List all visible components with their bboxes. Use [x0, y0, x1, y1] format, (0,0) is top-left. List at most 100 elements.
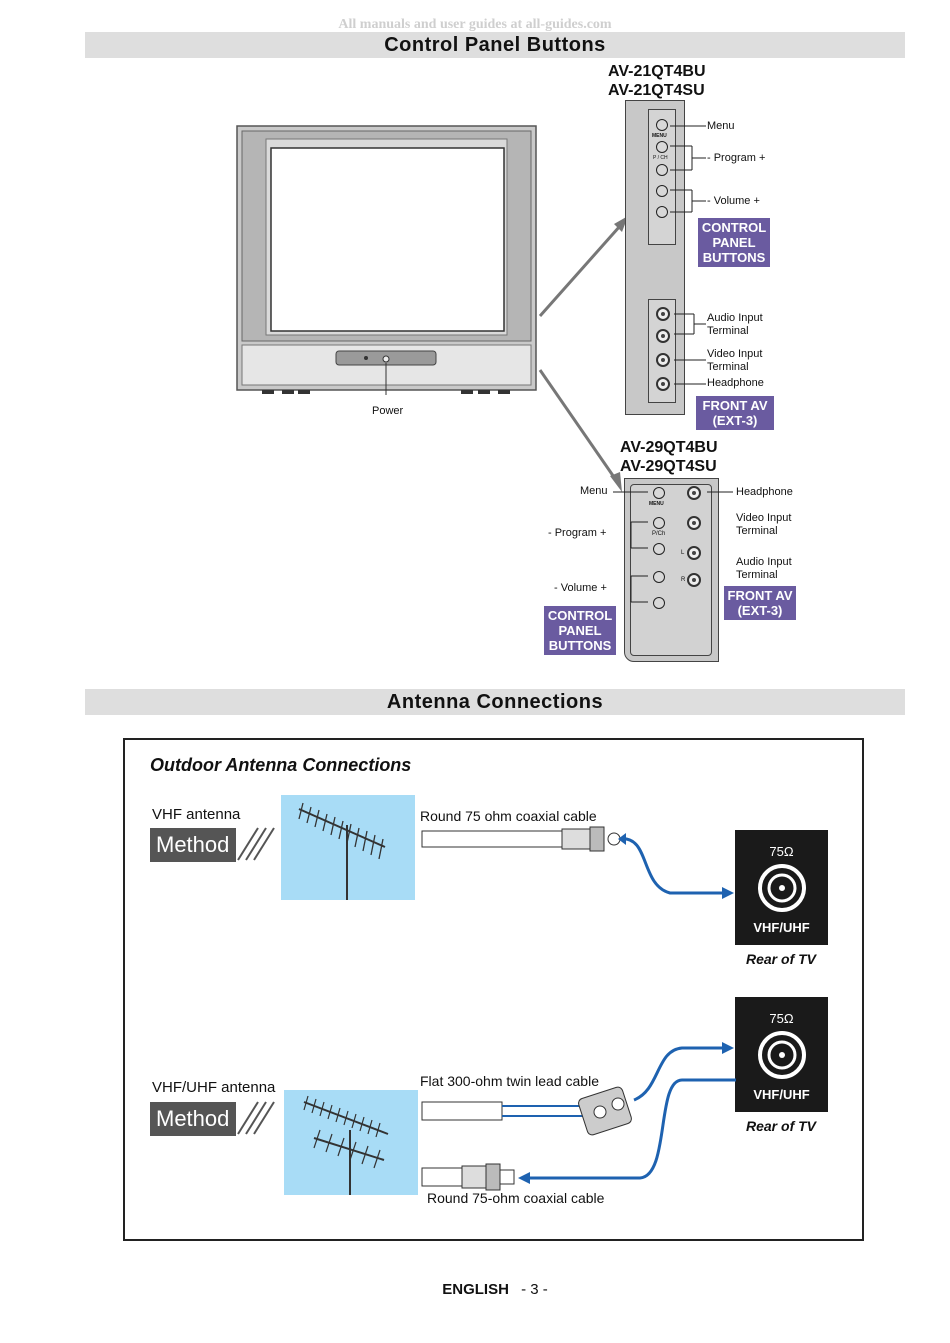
label-line: Audio Input [736, 556, 792, 568]
badge-line: PANEL [712, 235, 756, 250]
model-29-menu-button[interactable] [653, 487, 665, 499]
tv-illustration [236, 125, 537, 399]
model-21-pch-text: P / CH [653, 155, 668, 161]
model-21-audio-input-label: Audio Input Terminal [707, 312, 763, 338]
label-line: Video Input [707, 348, 763, 360]
coax-port-icon[interactable] [752, 1028, 812, 1082]
label-line: Terminal [707, 361, 749, 373]
model-29-video-jack[interactable] [687, 516, 701, 530]
callout-arrows [538, 216, 628, 492]
footer-page-number: - 3 - [521, 1281, 548, 1298]
coax-port-icon[interactable] [752, 861, 812, 915]
badge-line: (EXT-3) [737, 603, 783, 618]
model-21-side-panel: MENU P / CH [625, 100, 685, 415]
label-line: Terminal [707, 325, 749, 337]
model-21-volume-label: - Volume + [707, 195, 760, 207]
method-2-round-cable-label: Round 75-ohm coaxial cable [427, 1190, 605, 1206]
model-29-program-label: - Program + [548, 527, 607, 539]
model-29-audio-input-label: Audio Input Terminal [736, 556, 792, 582]
method-2-badge: Method 2 [150, 1102, 236, 1165]
model-21-control-badge: CONTROL PANEL BUTTONS [698, 218, 770, 267]
model-29-name-1: AV-29QT4BU [620, 439, 718, 456]
footer: ENGLISH - 3 - [0, 1281, 950, 1298]
power-label: Power [372, 405, 404, 417]
model-21-program-label: - Program + [707, 152, 766, 164]
model-29-video-input-label: Video Input Terminal [736, 512, 791, 538]
model-29-headphone-jack[interactable] [687, 486, 701, 500]
model-21-headphone-jack[interactable] [656, 377, 670, 391]
antenna-title: Outdoor Antenna Connections [150, 755, 412, 775]
model-21-headphone-label: Headphone [707, 377, 764, 389]
method-2-antenna-label: VHF/UHF antenna [152, 1079, 276, 1096]
model-21-program-up-button[interactable] [656, 141, 668, 153]
model-29-headphone-label: Headphone [736, 486, 793, 498]
section-title-antenna: Antenna Connections [85, 689, 905, 715]
badge-line: FRONT AV [727, 588, 793, 603]
model-29-audio-r-jack[interactable] [687, 573, 701, 587]
section-title-control-panel: Control Panel Buttons [85, 32, 905, 58]
model-29-program-down-button[interactable] [653, 543, 665, 555]
method-1-rear-panel: 75Ω VHF/UHF [735, 830, 828, 945]
label-line: Terminal [736, 569, 778, 581]
method-1-rear-label: Rear of TV [746, 951, 817, 967]
arrow-head-icon [614, 216, 628, 232]
model-29-l-text: L [681, 550, 685, 556]
vhf-uhf-antenna-icon [303, 1095, 389, 1195]
method-2-cable-drawing [421, 1042, 736, 1191]
arrow-head-icon [722, 887, 734, 899]
model-21-volume-up-button[interactable] [656, 185, 668, 197]
badge-line: CONTROL [547, 608, 613, 623]
method-1-antenna-label: VHF antenna [152, 806, 241, 823]
badge-line: PANEL [558, 623, 602, 638]
label-line: Terminal [736, 525, 778, 537]
model-21-audio-l-jack[interactable] [656, 307, 670, 321]
method-2-rear-panel: 75Ω VHF/UHF [735, 997, 828, 1112]
model-21-menu-button[interactable] [656, 119, 668, 131]
model-29-front-panel: MENU P/Ch L R [624, 478, 719, 662]
model-29-pch-text: P/Ch [652, 531, 666, 537]
model-29-menu-label: Menu [580, 485, 608, 497]
model-21-audio-r-jack[interactable] [656, 329, 670, 343]
antenna-diagram-frame [123, 738, 864, 1241]
model-29-leader-lines [613, 491, 733, 603]
label-line: Audio Input [707, 312, 763, 324]
method-1-cable-label: Round 75 ohm coaxial cable [420, 808, 597, 824]
arrow-head-icon [518, 1172, 530, 1184]
model-29-name-2: AV-29QT4SU [620, 458, 717, 475]
port-label: VHF/UHF [753, 1087, 810, 1102]
model-29-control-badge: CONTROL PANEL BUTTONS [544, 606, 616, 655]
model-21-program-down-button[interactable] [656, 164, 668, 176]
model-21-video-input-label: Video Input Terminal [707, 348, 762, 374]
model-29-volume-label: - Volume + [554, 582, 607, 594]
watermark: All manuals and user guides at all-guide… [338, 17, 612, 32]
model-29-volume-up-button[interactable] [653, 571, 665, 583]
port-label: VHF/UHF [753, 920, 810, 935]
method-2-flat-cable-label: Flat 300-ohm twin lead cable [420, 1073, 599, 1089]
model-29-r-text: R [681, 577, 686, 583]
badge-line: BUTTONS [702, 250, 766, 265]
label-line: Video Input [736, 512, 792, 524]
stripes-icon [237, 1101, 275, 1135]
model-21-button-group [648, 109, 676, 245]
badge-line: FRONT AV [702, 398, 768, 413]
model-29-audio-l-jack[interactable] [687, 546, 701, 560]
badge-line: (EXT-3) [712, 413, 758, 428]
model-21-front-av-badge: FRONT AV (EXT-3) [696, 396, 774, 430]
model-21-video-jack[interactable] [656, 353, 670, 367]
model-29-program-up-button[interactable] [653, 517, 665, 529]
method-1-cable-drawing [421, 826, 734, 899]
model-29-volume-down-button[interactable] [653, 597, 665, 609]
model-21-menu-label: Menu [707, 120, 735, 132]
arrow-head-icon [618, 833, 626, 845]
badge-line: CONTROL [701, 220, 767, 235]
ohm-label: 75Ω [769, 1011, 794, 1026]
method-1-sky-panel [281, 795, 415, 900]
method-2-sky-panel [284, 1090, 418, 1195]
model-21-name-1: AV-21QT4BU [608, 63, 706, 80]
vhf-antenna-icon [298, 802, 386, 900]
model-21-menu-text: MENU [652, 133, 667, 139]
model-21-volume-down-button[interactable] [656, 206, 668, 218]
method-2-rear-label: Rear of TV [746, 1118, 817, 1134]
model-21-name-2: AV-21QT4SU [608, 82, 705, 99]
stripes-icon [237, 827, 275, 861]
